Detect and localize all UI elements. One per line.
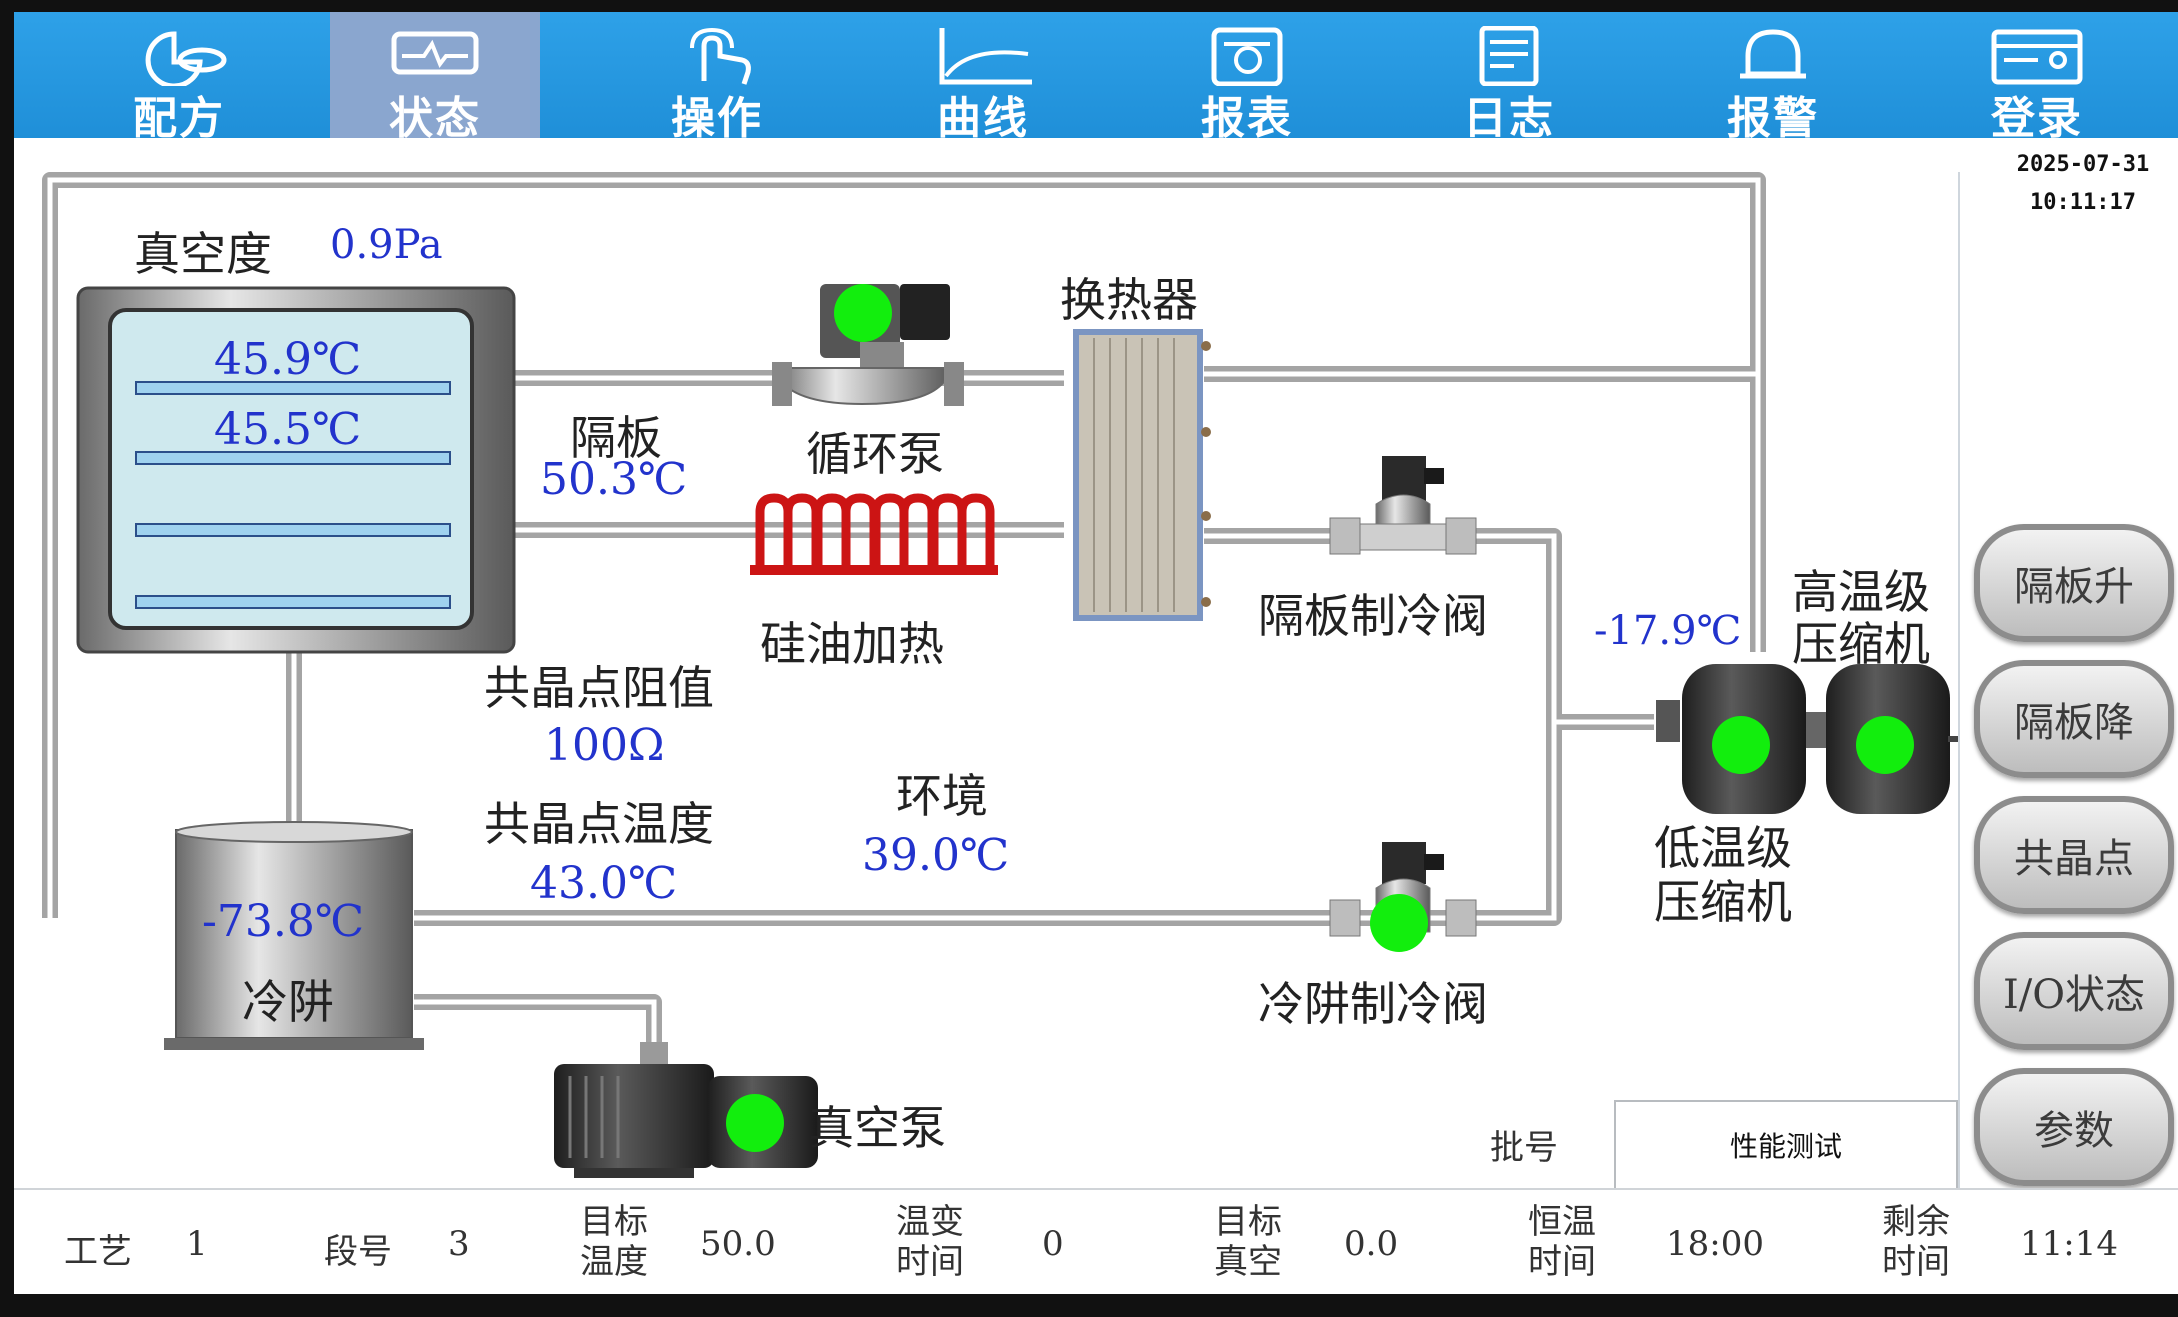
cold-trap-temp-value: -73.8℃ (202, 896, 365, 947)
sidebar-divider (1958, 172, 1960, 1192)
vacuum-degree-value: 0.9Pa (330, 222, 443, 268)
date-text: 2025-07-31 (2016, 152, 2150, 177)
ramp-time-value: 0 (1042, 1224, 1064, 1264)
target-vacuum-label: 目标真空 (1214, 1202, 1282, 1282)
segment-value: 3 (448, 1224, 470, 1264)
low-temp-compressor-run-indicator (1712, 716, 1770, 774)
environment-temp-value: 39.0℃ (862, 830, 1010, 881)
low-temp-compressor-label-line1: 低温级 (1654, 821, 1792, 875)
high-temp-compressor-label-line2: 压缩机 (1792, 617, 1930, 671)
nav-log-button[interactable]: 日志 (1404, 12, 1614, 144)
hold-time-label: 恒温时间 (1528, 1202, 1596, 1282)
heat-exchanger (1073, 329, 1211, 621)
circulation-pump-run-indicator (834, 284, 892, 342)
shelf-cooling-valve (1329, 456, 1477, 555)
nav-report-button[interactable]: 报表 (1142, 12, 1352, 144)
process-label: 工艺 (64, 1232, 132, 1272)
high-temp-compressor-run-indicator (1856, 716, 1914, 774)
batch-number-field[interactable]: 性能测试 (1614, 1100, 1958, 1190)
nav-recipe-label: 配方 (133, 93, 225, 144)
eutectic-resistance-value: 100Ω (544, 720, 665, 771)
recipe-icon (145, 31, 227, 86)
touch-hand-icon (690, 27, 751, 85)
io-status-button[interactable]: I/O状态 (1974, 932, 2174, 1050)
cold-trap-label: 冷阱 (242, 975, 334, 1029)
circulation-pump-label: 循环泵 (806, 427, 944, 481)
nav-status-label: 状态 (389, 93, 481, 144)
report-icon (1211, 27, 1283, 86)
remaining-time-value: 11:14 (2020, 1224, 2118, 1264)
eutectic-temp-label: 共晶点温度 (484, 797, 714, 851)
shelf-down-button[interactable]: 隔板降 (1974, 660, 2174, 778)
process-diagram (42, 172, 1958, 1178)
high-temp-compressor-label-line1: 高温级 (1792, 565, 1930, 619)
target-temp-value: 50.0 (700, 1224, 776, 1264)
target-temp-label: 目标温度 (580, 1202, 648, 1282)
vacuum-degree-label: 真空度 (134, 227, 272, 281)
login-user-icon (1991, 29, 2083, 85)
nav-alarm-label: 报警 (1727, 93, 1819, 144)
cold-trap-valve-label: 冷阱制冷阀 (1258, 977, 1488, 1031)
top-nav-bar: 配方 状态 操作 曲线 报表 日志 报警 登录 (14, 12, 2178, 144)
log-document-icon (1479, 26, 1539, 86)
alarm-bell-icon (1740, 29, 1806, 79)
nav-curve-label: 曲线 (937, 93, 1029, 144)
compressor-temp-value: -17.9℃ (1594, 608, 1742, 654)
shelf-temp-value: 50.3℃ (540, 454, 688, 505)
chamber-temp-1-value: 45.9℃ (214, 334, 362, 385)
silicone-heater-label: 硅油加热 (760, 617, 944, 671)
nav-operate-button[interactable]: 操作 (612, 12, 822, 144)
nav-alarm-button[interactable]: 报警 (1668, 12, 1878, 144)
cold-trap (164, 821, 424, 1050)
chamber-temp-2-value: 45.5℃ (214, 404, 362, 455)
nav-login-button[interactable]: 登录 (1932, 12, 2142, 144)
monitor-status-icon (391, 31, 479, 75)
drying-chamber (76, 286, 516, 654)
silicone-oil-heater (750, 493, 998, 575)
environment-label: 环境 (896, 769, 988, 823)
shelf-label: 隔板 (570, 411, 662, 465)
shelf-up-button[interactable]: 隔板升 (1974, 524, 2174, 642)
shelf-cooling-valve-label: 隔板制冷阀 (1258, 589, 1488, 643)
nav-log-label: 日志 (1463, 93, 1555, 144)
parameters-button[interactable]: 参数 (1974, 1068, 2174, 1186)
hmi-screen: 配方 状态 操作 曲线 报表 日志 报警 登录 (14, 12, 2178, 1294)
nav-curve-button[interactable]: 曲线 (878, 12, 1088, 144)
nav-login-label: 登录 (1991, 93, 2083, 144)
vacuum-pump-run-indicator (726, 1094, 784, 1152)
low-temp-compressor-label-line2: 压缩机 (1654, 875, 1792, 929)
remaining-time-label: 剩余时间 (1882, 1202, 1950, 1282)
time-text: 10:11:17 (2030, 190, 2136, 215)
nav-status-button[interactable]: 状态 (330, 12, 540, 144)
ramp-time-label: 温变时间 (896, 1202, 964, 1282)
eutectic-temp-value: 43.0℃ (530, 858, 678, 909)
process-value: 1 (186, 1224, 208, 1264)
batch-number-value: 性能测试 (1729, 1130, 1842, 1163)
curve-chart-icon (939, 28, 1032, 85)
datetime-display: 2025-07-31 10:11:17 (2008, 146, 2158, 222)
target-vacuum-value: 0.0 (1344, 1224, 1399, 1264)
nav-recipe-button[interactable]: 配方 (74, 12, 284, 144)
nav-report-label: 报表 (1201, 93, 1293, 144)
nav-operate-label: 操作 (671, 93, 763, 144)
batch-label: 批号 (1490, 1128, 1558, 1168)
eutectic-point-button[interactable]: 共晶点 (1974, 796, 2174, 914)
eutectic-resistance-label: 共晶点阻值 (484, 661, 714, 715)
segment-label: 段号 (324, 1232, 392, 1272)
heat-exchanger-label: 换热器 (1060, 273, 1198, 327)
hold-time-value: 18:00 (1666, 1224, 1764, 1264)
bottom-status-bar: 工艺 1 段号 3 目标温度 50.0 温变时间 0 目标真空 0.0 恒温时间… (14, 1188, 2178, 1294)
vacuum-pump-label: 真空泵 (808, 1101, 946, 1155)
cold-trap-valve-open-indicator (1370, 894, 1428, 952)
